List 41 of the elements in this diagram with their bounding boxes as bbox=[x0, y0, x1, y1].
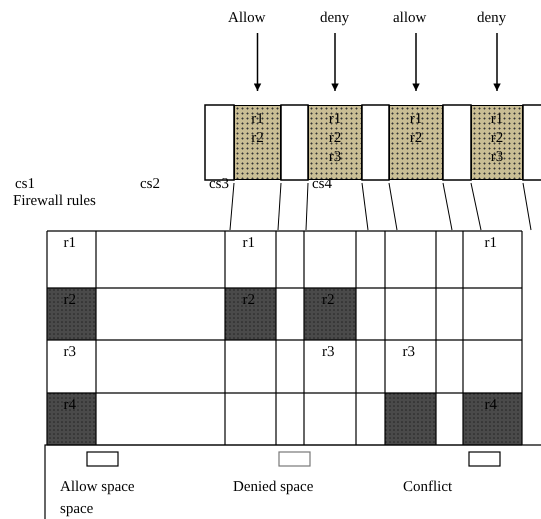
rule-label: r1 bbox=[64, 235, 76, 252]
legend-label: Allow space space bbox=[60, 478, 136, 519]
arrow bbox=[331, 33, 339, 91]
rule-label: r1 bbox=[410, 110, 422, 129]
rule-label: r2 bbox=[490, 129, 504, 148]
rule-label: r2 bbox=[322, 292, 334, 309]
legend-label: Conflict bbox=[403, 478, 454, 497]
rule-label: r3 bbox=[64, 344, 76, 361]
rule-label: r2 bbox=[251, 129, 264, 148]
rule-label: r4 bbox=[484, 397, 497, 414]
arrow bbox=[493, 33, 501, 91]
rule-set-segment bbox=[389, 105, 443, 180]
rule-label: r4 bbox=[64, 397, 76, 414]
action-label: deny bbox=[477, 10, 506, 27]
table-heading: Firewall rules bbox=[13, 193, 96, 210]
action-label: allow bbox=[393, 10, 426, 27]
rule-label: r1 bbox=[490, 110, 504, 129]
rule-label: r2 bbox=[242, 292, 255, 309]
rule-label: r2 bbox=[410, 129, 422, 148]
axis-label: cs4 bbox=[312, 176, 332, 193]
rule-label: r1 bbox=[484, 235, 497, 252]
rule-label: r1 bbox=[328, 110, 342, 129]
axis-label: cs1 bbox=[15, 176, 35, 193]
rule-label: r3 bbox=[490, 148, 504, 167]
rule-set-segment bbox=[234, 105, 281, 180]
action-label: deny bbox=[320, 10, 350, 27]
rule-label: r3 bbox=[328, 148, 342, 167]
rule-label: r3 bbox=[322, 344, 334, 361]
rule-label: r2 bbox=[328, 129, 342, 148]
axis-label: cs3 bbox=[209, 176, 229, 193]
rule-label: r1 bbox=[242, 235, 255, 252]
rule-set-segment bbox=[471, 105, 523, 180]
arrow bbox=[412, 33, 420, 91]
arrow bbox=[254, 33, 262, 91]
rule-label: r3 bbox=[402, 344, 415, 361]
rule-label: r1 bbox=[251, 110, 264, 129]
axis-label: cs2 bbox=[140, 176, 160, 193]
legend-label: Denied space bbox=[233, 478, 314, 497]
action-label: Allow bbox=[228, 10, 266, 27]
rule-set-segment bbox=[308, 105, 362, 180]
rule-label: r2 bbox=[64, 292, 76, 309]
